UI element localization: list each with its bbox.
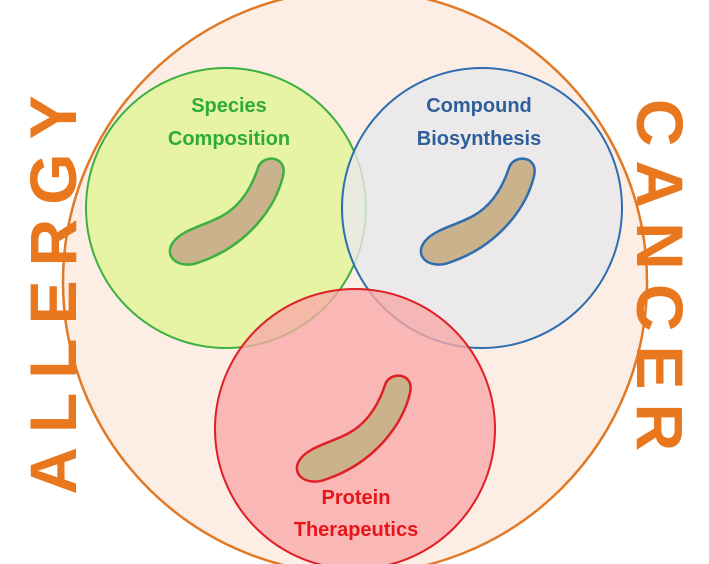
species-label-line1: Species: [191, 95, 267, 117]
compound-label-line1: Compound: [426, 95, 532, 117]
microbe-icon: [295, 374, 412, 483]
protein-label-line2: Therapeutics: [294, 519, 418, 541]
compound-label-line2: Biosynthesis: [417, 128, 541, 150]
species-label-line2: Composition: [168, 128, 290, 150]
protein-circle: [214, 288, 496, 564]
protein-label-line1: Protein: [322, 487, 391, 509]
microbe-icon: [168, 157, 285, 266]
compound-circle: [341, 67, 623, 349]
allergy-label: ALLERGY: [16, 81, 90, 494]
microbe-icon: [419, 157, 536, 266]
cancer-label: CANCER: [623, 99, 697, 465]
